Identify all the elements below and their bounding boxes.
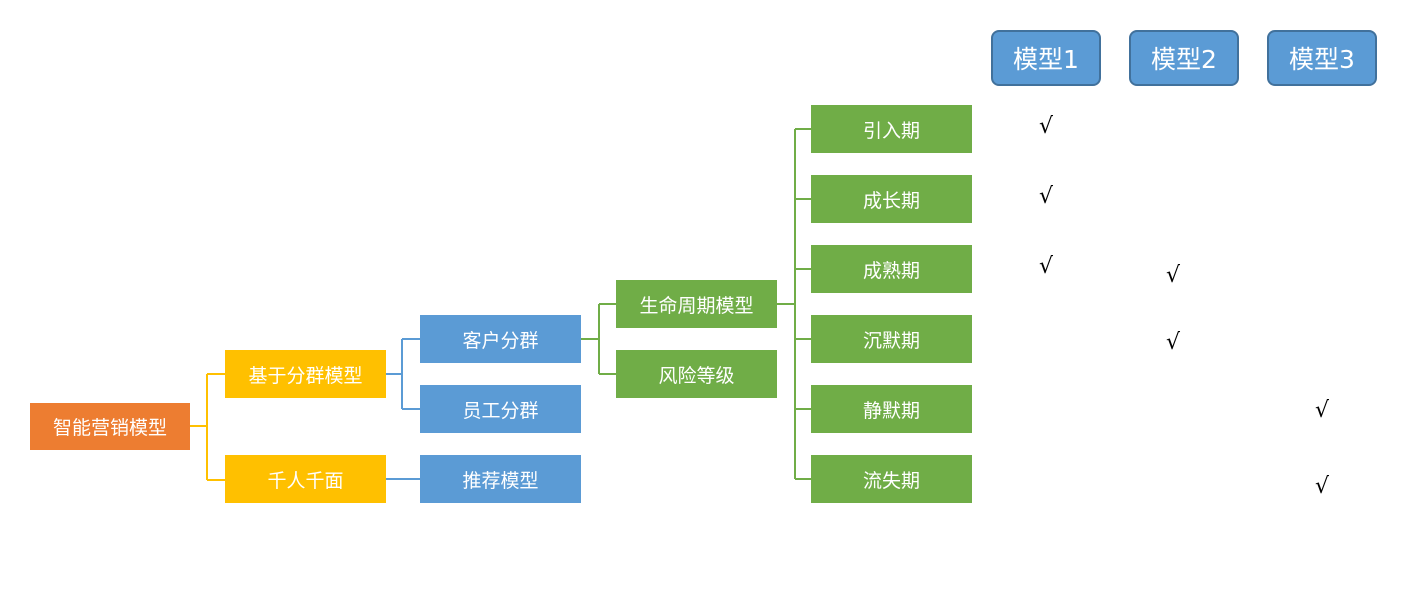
root-node-label: 智能营销模型 <box>52 417 167 439</box>
check-mark-mature-model2: √ <box>1165 263 1181 288</box>
node-lifecycle-model: 生命周期模型 <box>616 280 777 328</box>
stage-node-mature: 成熟期 <box>811 245 972 293</box>
check-mark-mature-model1: √ <box>1038 254 1054 279</box>
stage-label: 沉默期 <box>862 329 920 352</box>
stage-label: 引入期 <box>862 119 920 142</box>
node-personalization-label: 千人千面 <box>267 469 344 492</box>
node-recommendation-model-label: 推荐模型 <box>462 469 539 492</box>
node-employee-segment-label: 员工分群 <box>462 399 539 422</box>
node-segment-model: 基于分群模型 <box>225 350 386 398</box>
stage-node-growth: 成长期 <box>811 175 972 223</box>
connector-root-level1 <box>190 373 225 481</box>
model-header-label: 模型3 <box>1289 45 1355 74</box>
connector-lifecycle-stages <box>777 128 811 480</box>
node-lifecycle-model-label: 生命周期模型 <box>639 294 754 317</box>
node-risk-level: 风险等级 <box>616 350 777 398</box>
stage-label: 流失期 <box>862 469 920 492</box>
stage-label: 成熟期 <box>862 259 920 282</box>
stage-label: 成长期 <box>862 189 920 212</box>
node-segment-model-label: 基于分群模型 <box>248 364 363 387</box>
stage-label: 静默期 <box>862 399 920 422</box>
model-header-3: 模型3 <box>1267 30 1377 86</box>
stage-node-churn: 流失期 <box>811 455 972 503</box>
node-personalization: 千人千面 <box>225 455 386 503</box>
model-header-1: 模型1 <box>991 30 1101 86</box>
check-mark-silent-model2: √ <box>1165 330 1181 355</box>
root-node: 智能营销模型 <box>30 403 190 450</box>
check-mark-dormant-model3: √ <box>1314 398 1330 423</box>
stage-node-silent: 沉默期 <box>811 315 972 363</box>
connector-customer-level3 <box>581 303 616 375</box>
check-mark-intro-model1: √ <box>1038 114 1054 139</box>
check-mark-growth-model1: √ <box>1038 184 1054 209</box>
connector-segment-children <box>386 338 420 410</box>
stage-node-intro: 引入期 <box>811 105 972 153</box>
stage-node-dormant: 静默期 <box>811 385 972 433</box>
node-employee-segment: 员工分群 <box>420 385 581 433</box>
model-header-label: 模型2 <box>1151 45 1217 74</box>
node-customer-segment: 客户分群 <box>420 315 581 363</box>
node-risk-level-label: 风险等级 <box>658 364 735 387</box>
node-customer-segment-label: 客户分群 <box>462 329 539 352</box>
model-header-2: 模型2 <box>1129 30 1239 86</box>
check-mark-churn-model3: √ <box>1314 474 1330 499</box>
node-recommendation-model: 推荐模型 <box>420 455 581 503</box>
model-header-label: 模型1 <box>1013 45 1079 74</box>
